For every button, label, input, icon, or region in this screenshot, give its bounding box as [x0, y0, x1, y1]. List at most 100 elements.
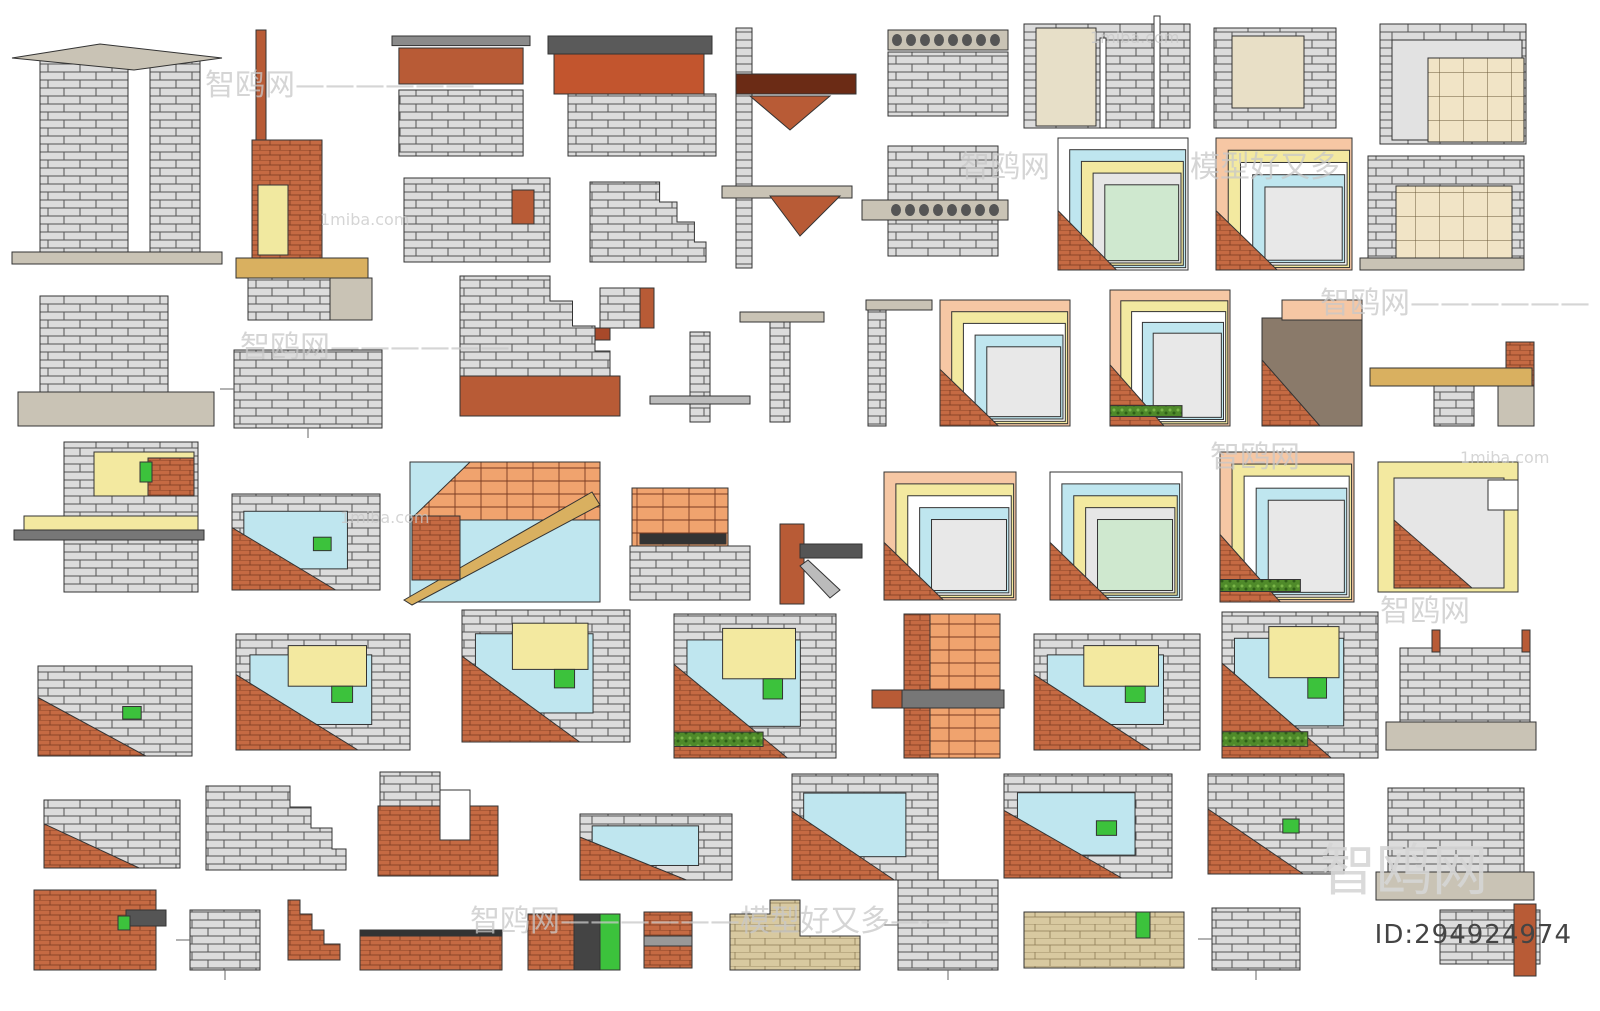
layered-corner-detail: [1215, 137, 1353, 271]
core-void: [961, 204, 971, 216]
block-wall-detail: [189, 909, 261, 971]
brick-veneer: [147, 457, 195, 497]
brick-wall: [359, 931, 503, 971]
flashing: [1124, 685, 1146, 703]
brick-veneer: [1207, 808, 1305, 875]
pier-column: [149, 59, 201, 256]
base-plate: [649, 395, 751, 405]
tile-corner-detail: [1379, 23, 1527, 145]
green-roof: [1219, 579, 1301, 592]
timber-beam: [1369, 367, 1533, 387]
insulated-corner-detail: [1377, 461, 1519, 593]
flashing: [312, 536, 332, 552]
cantilever-slab-detail: [13, 441, 205, 593]
roof-membrane: [639, 533, 727, 545]
flashing: [1307, 677, 1328, 699]
concrete-footing: [329, 277, 373, 321]
timber-beam-detail: [1369, 341, 1535, 427]
brick-veneer: [37, 696, 147, 757]
brick-wall: [411, 515, 461, 581]
block-wall: [189, 909, 261, 971]
brick-course-detail: [359, 929, 503, 971]
block-wall: [887, 51, 1009, 117]
brick-insulation-detail: [235, 633, 411, 751]
stepped-block-detail: [589, 181, 707, 263]
steel-lintel: [459, 375, 621, 417]
brick-corner: [1215, 209, 1279, 271]
floor-slab: [1359, 257, 1525, 271]
brick-insulation-detail: [37, 665, 193, 757]
steel-post: [1513, 903, 1537, 977]
pier-column: [39, 59, 129, 256]
flashing: [1095, 820, 1118, 836]
core-void: [906, 34, 916, 46]
column-base-detail: [649, 331, 751, 423]
slab: [739, 311, 825, 323]
layer: [931, 519, 1007, 591]
block-end-detail: [1439, 903, 1541, 977]
block-wall: [589, 181, 707, 263]
small-block-detail: [599, 287, 655, 329]
layered-corner-detail: [1057, 137, 1189, 271]
steel-beam: [398, 47, 524, 85]
brick-veneer: [231, 526, 338, 591]
slab-edge: [871, 689, 903, 709]
tile-finish: [1395, 185, 1513, 265]
core-void: [933, 204, 943, 216]
core-void: [989, 204, 999, 216]
brick-face: [903, 613, 931, 759]
end-cap: [1487, 479, 1519, 511]
brick-stepped: [287, 899, 341, 961]
block-wall: [398, 89, 524, 157]
brick-wall: [1393, 518, 1474, 589]
layered-corner-detail: [1109, 289, 1231, 427]
steel-angle: [125, 909, 167, 927]
block-wall: [1211, 907, 1301, 971]
block-wall: [567, 93, 717, 157]
tile-finish: [1427, 57, 1525, 143]
block-wall-detail: [1211, 907, 1301, 971]
bearing-plate: [391, 35, 531, 47]
flashing: [1135, 911, 1151, 939]
flashing: [762, 678, 784, 700]
tee-column-detail: [739, 311, 825, 423]
rebar: [1521, 629, 1531, 653]
stone-upstand-detail: [1023, 911, 1185, 969]
sill: [799, 543, 863, 559]
block-wall: [1399, 647, 1531, 725]
rebar: [1431, 629, 1441, 653]
cladding-panel: [1035, 27, 1097, 127]
corner-column-detail: [865, 299, 933, 427]
block-wall-detail: [897, 879, 999, 971]
insulation-layer: [1083, 645, 1160, 687]
brick-arch: [408, 461, 601, 521]
layer: [1097, 519, 1173, 591]
brick-insulation-detail: [791, 773, 939, 881]
membrane: [599, 913, 621, 971]
stone-step-detail: [729, 899, 861, 971]
support-rail: [1153, 15, 1161, 129]
brick-veneer: [579, 836, 687, 881]
core-void: [947, 204, 957, 216]
brick-veneer: [1003, 809, 1124, 879]
steel-plate: [639, 287, 655, 329]
brick-wall: [33, 889, 157, 971]
core-void: [919, 204, 929, 216]
cavity-insulation: [573, 913, 601, 971]
insulation-layer: [511, 622, 589, 670]
flashing: [117, 915, 131, 931]
green-roof: [1109, 405, 1183, 417]
block-wall: [205, 785, 347, 871]
flashing: [1282, 818, 1300, 834]
core-void: [990, 34, 1000, 46]
block-wall: [897, 879, 999, 971]
green-roof: [1221, 731, 1309, 747]
brick-corner: [883, 541, 945, 601]
brick-insulation-detail: [673, 613, 837, 759]
stone-panel: [1231, 35, 1305, 109]
brick-jamb: [779, 523, 805, 605]
insulation-layer: [722, 627, 796, 680]
column: [689, 331, 711, 423]
brick-lintel-detail: [377, 771, 499, 877]
insulation-slab: [23, 515, 199, 531]
